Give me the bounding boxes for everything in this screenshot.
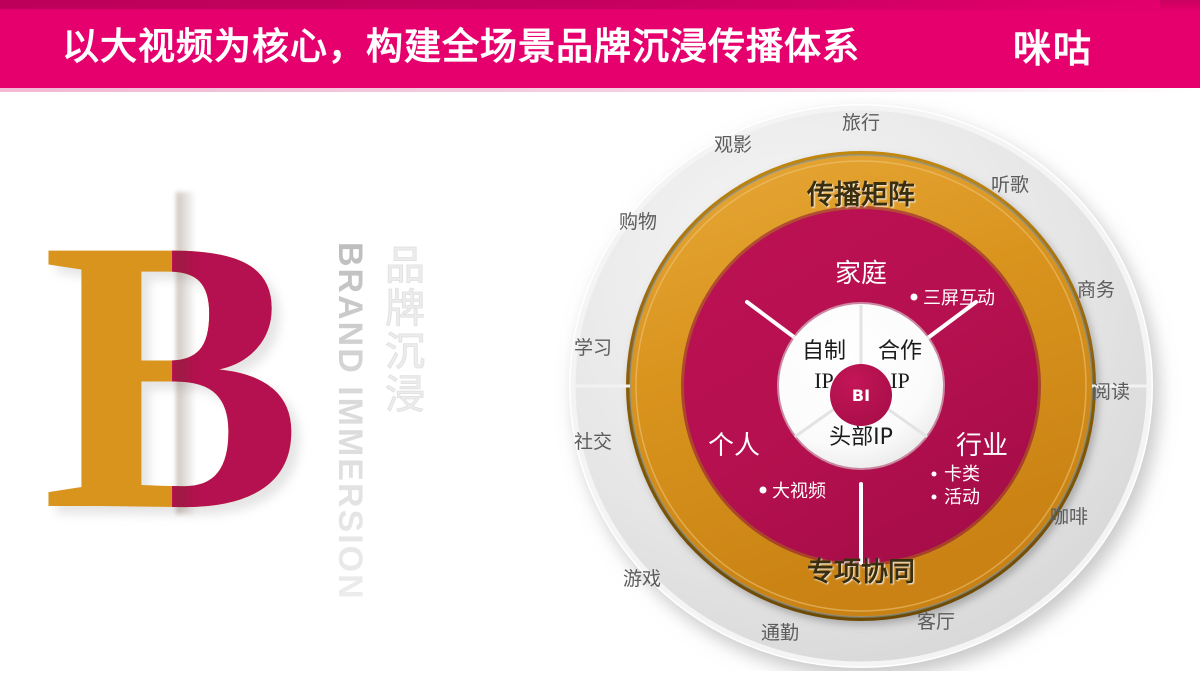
svg-text:大视频: 大视频	[772, 481, 826, 502]
header-bar: 以大视频为核心，构建全场景品牌沉浸传播体系 咪咕	[0, 0, 1200, 88]
gold-ring-bottom-title: 专项协同	[807, 557, 915, 588]
header-top-gradient	[0, 0, 1160, 9]
outer-label-study: 学习	[574, 337, 612, 359]
core-label-head-ip: 头部IP	[829, 425, 893, 450]
migu-logo: 咪咕	[1013, 27, 1094, 71]
crimson-segment-label-personal: 个人	[708, 431, 760, 461]
outer-label-commute: 通勤	[761, 622, 799, 644]
brand-letter-shadow: B	[50, 188, 310, 578]
outer-label-shopping: 购物	[619, 211, 657, 233]
outer-label-game: 游戏	[623, 568, 661, 590]
outer-label-movie: 观影	[714, 134, 752, 156]
outer-label-music: 听歌	[991, 174, 1029, 196]
crimson-bullet-card-type: 卡类	[931, 464, 980, 485]
crimson-bullet-three-screen: 三屏互动	[910, 288, 995, 309]
gold-ring-top-title: 传播矩阵	[806, 180, 915, 211]
brand-letter-seam-shadow	[176, 192, 202, 514]
crimson-bullet-activity: 活动	[931, 487, 980, 508]
outer-label-business: 商务	[1077, 279, 1115, 301]
core-label-cooperation: 合作	[878, 339, 922, 364]
outer-label-reading: 阅读	[1092, 381, 1130, 403]
core-center-bi: BI	[830, 364, 892, 426]
outer-label-travel: 旅行	[842, 112, 880, 134]
crimson-segment-label-family: 家庭	[835, 259, 887, 289]
brand-vertical-english: BRAND IMMERSION	[331, 242, 369, 601]
brand-letter-gold: B	[42, 159, 303, 591]
svg-text:BI: BI	[852, 386, 870, 405]
crimson-segment-label-industry: 行业	[956, 431, 1008, 461]
brand-letter-crimson: B	[42, 159, 303, 591]
core-label-self-made-ip: IP	[814, 368, 834, 393]
svg-text:卡类: 卡类	[944, 464, 980, 485]
svg-text:三屏互动: 三屏互动	[923, 288, 995, 309]
outer-label-livingroom: 客厅	[917, 611, 955, 633]
brand-vertical-chinese: 品牌沉浸	[378, 244, 425, 417]
core-label-cooperation-ip: IP	[890, 368, 910, 393]
page-title: 以大视频为核心，构建全场景品牌沉浸传播体系	[62, 25, 860, 68]
brand-block: B B B BRAND IMMERSION 品牌沉浸	[0, 92, 430, 675]
outer-label-coffee: 咖啡	[1050, 506, 1088, 528]
crimson-bullet-big-video: 大视频	[759, 481, 826, 502]
svg-text:活动: 活动	[944, 487, 980, 508]
core-label-self-made: 自制	[802, 339, 846, 364]
header-underline	[0, 88, 1200, 92]
outer-label-social: 社交	[574, 431, 612, 453]
brand-immersion-diagram: 传播矩阵 专项协同 家庭 行业 个人 三屏互动 大视频 卡类 活动 自制 IP …	[548, 96, 1188, 671]
